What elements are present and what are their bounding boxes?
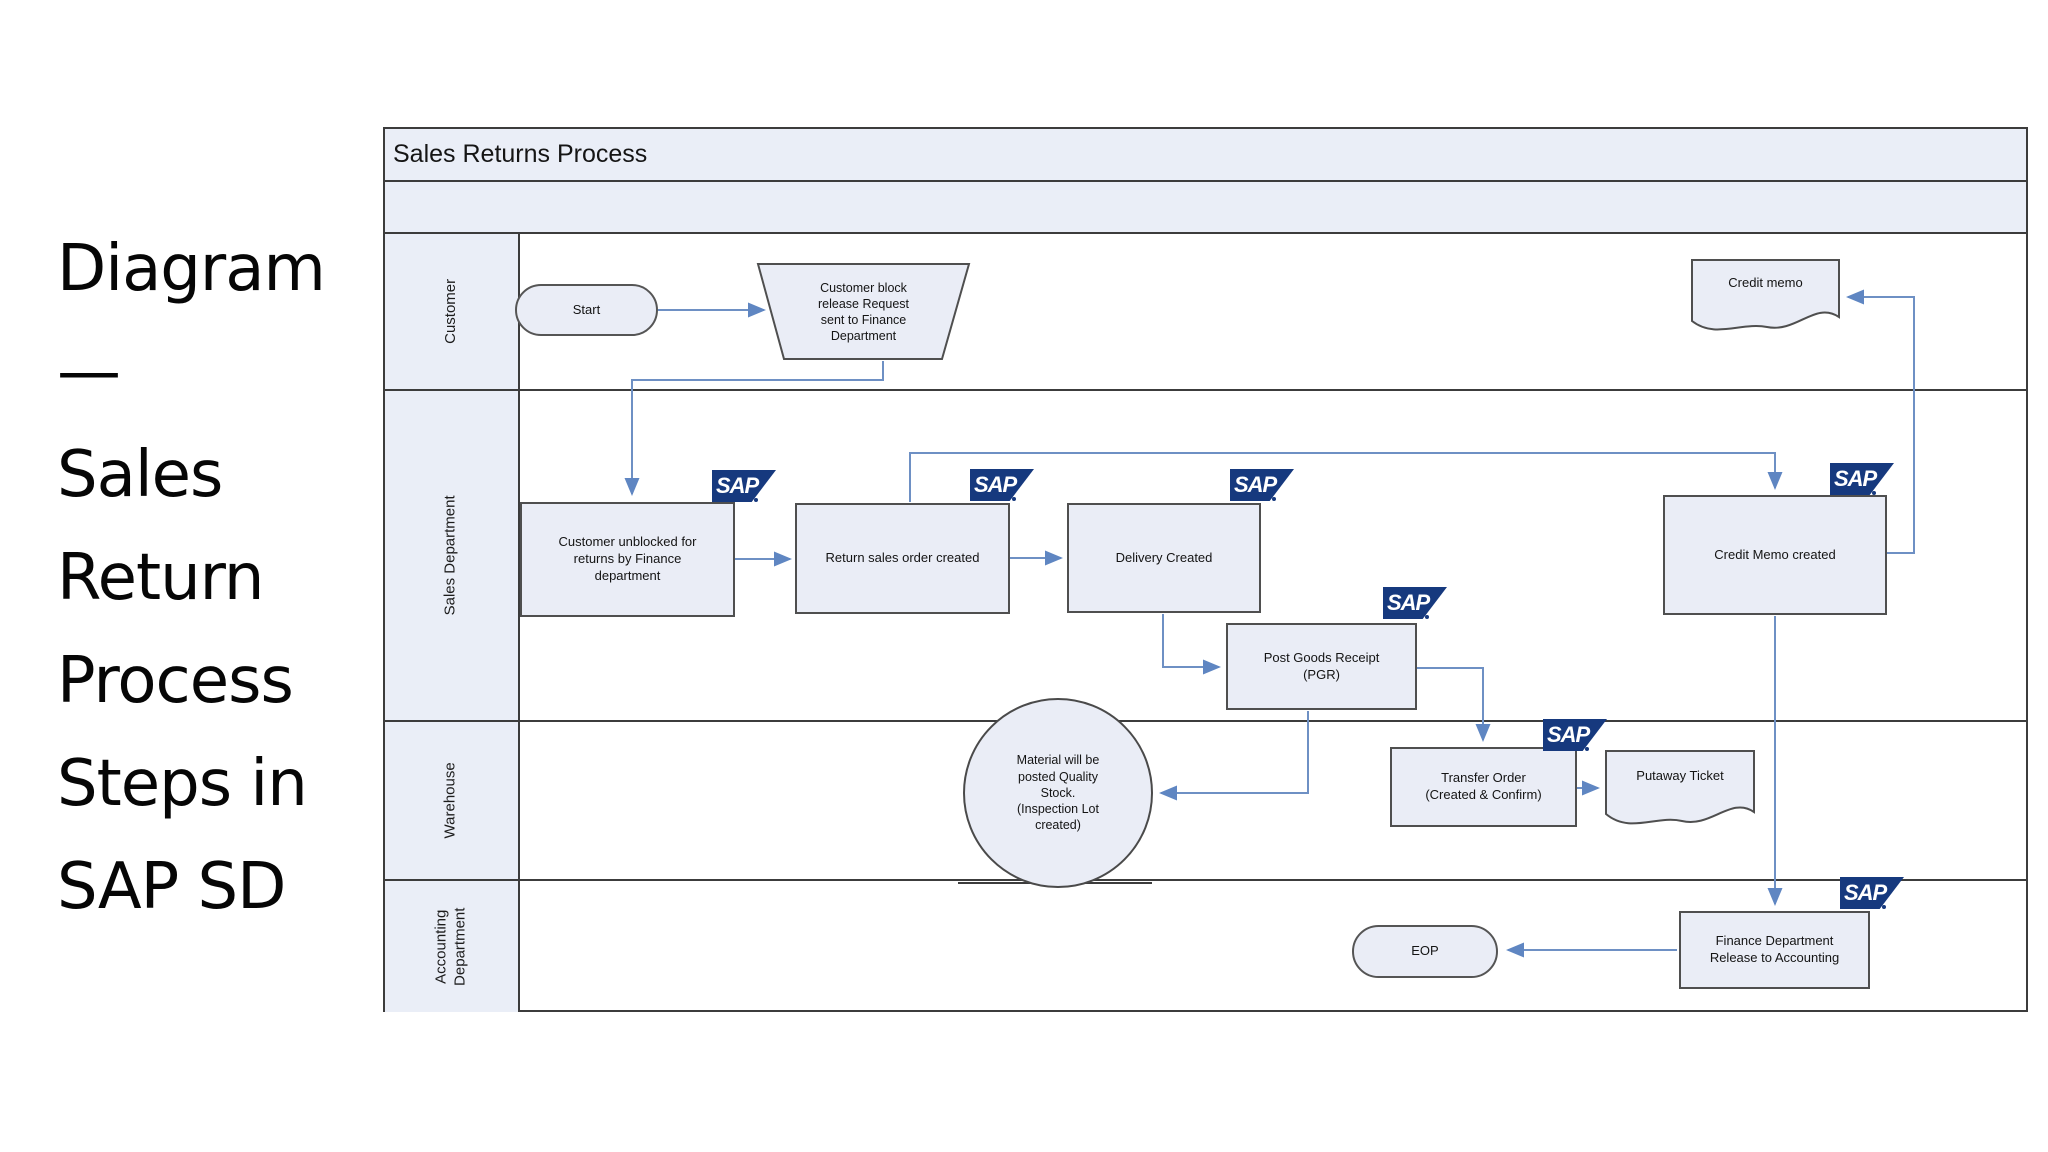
sap-logo: SAP <box>1383 587 1447 619</box>
finance-release-node: Finance Department Release to Accounting <box>1679 911 1870 989</box>
lane-header-sales-department: Sales Department <box>385 391 520 720</box>
sap-registered-dot <box>1425 615 1429 619</box>
lane-header-warehouse: Warehouse <box>385 722 520 879</box>
putaway-ticket-document-shape <box>1605 750 1755 825</box>
lane-header-customer: Customer <box>385 234 520 389</box>
post-goods-receipt-node: Post Goods Receipt (PGR) <box>1226 623 1417 710</box>
sap-registered-dot <box>1012 497 1016 501</box>
slide-title-line: Process <box>57 644 294 718</box>
sap-registered-dot <box>1272 497 1276 501</box>
sap-registered-dot <box>1585 747 1589 751</box>
slide-title-dash: — <box>57 335 121 409</box>
phase-band <box>385 182 2026 234</box>
sap-logo: SAP <box>1840 877 1904 909</box>
credit-memo-doc-node: Credit memo <box>1728 274 1803 290</box>
sap-logo: SAP <box>970 469 1034 501</box>
sap-logo: SAP <box>1830 463 1894 495</box>
sap-logo-text: SAP <box>1387 590 1430 615</box>
delivery-created-node: Delivery Created <box>1067 503 1261 613</box>
material-quality-stock-node: Material will be posted Quality Stock. (… <box>963 698 1153 888</box>
sap-logo-text: SAP <box>1547 722 1590 747</box>
block-release-trapezoid-shape <box>756 263 971 360</box>
sap-logo: SAP <box>712 470 776 502</box>
lane-accounting-department: Accounting Department <box>385 879 2026 1012</box>
sap-logo-text: SAP <box>1834 466 1877 491</box>
lane-label-customer: Customer <box>442 278 460 345</box>
lane-warehouse: Warehouse <box>385 720 2026 879</box>
lane-label-sales-department: Sales Department <box>442 495 460 616</box>
customer-unblocked-node: Customer unblocked for returns by Financ… <box>520 502 735 617</box>
sap-registered-dot <box>754 498 758 502</box>
eop-node: EOP <box>1352 925 1498 978</box>
lane-header-accounting-department: Accounting Department <box>385 881 520 1012</box>
block-release-node: Customer block release Request sent to F… <box>817 280 910 344</box>
transfer-order-node: Transfer Order (Created & Confirm) <box>1390 747 1577 827</box>
slide-title-line: Sales <box>57 438 223 512</box>
lane-label-accounting-department: Accounting Department <box>432 907 469 986</box>
credit-memo-document-shape <box>1691 259 1840 331</box>
sap-logo-text: SAP <box>1234 472 1277 497</box>
slide-title-line: Steps in <box>57 747 308 821</box>
slide-title-line: Return <box>57 541 264 615</box>
start-node: Start <box>515 284 658 336</box>
sap-logo-text: SAP <box>1844 880 1887 905</box>
lane-customer: Customer <box>385 234 2026 389</box>
sap-registered-dot <box>1882 905 1886 909</box>
return-sales-order-node: Return sales order created <box>795 503 1010 614</box>
sap-logo-text: SAP <box>716 473 759 498</box>
sap-logo-text: SAP <box>974 472 1017 497</box>
slide-title-line: SAP SD <box>57 850 286 924</box>
lane-sales-department: Sales Department <box>385 389 2026 720</box>
diagram-title: Sales Returns Process <box>393 140 648 168</box>
sap-logo: SAP <box>1543 719 1607 751</box>
slide-title-line: Diagram <box>57 232 326 306</box>
sap-registered-dot <box>1872 491 1876 495</box>
diagram-title-bar: Sales Returns Process <box>385 129 2026 182</box>
sap-logo: SAP <box>1230 469 1294 501</box>
putaway-ticket-node: Putaway Ticket <box>1636 767 1724 783</box>
lane-label-warehouse: Warehouse <box>442 762 460 839</box>
credit-memo-created-node: Credit Memo created <box>1663 495 1887 615</box>
slide-title: Diagram — Sales Return Process Steps in … <box>57 218 357 939</box>
